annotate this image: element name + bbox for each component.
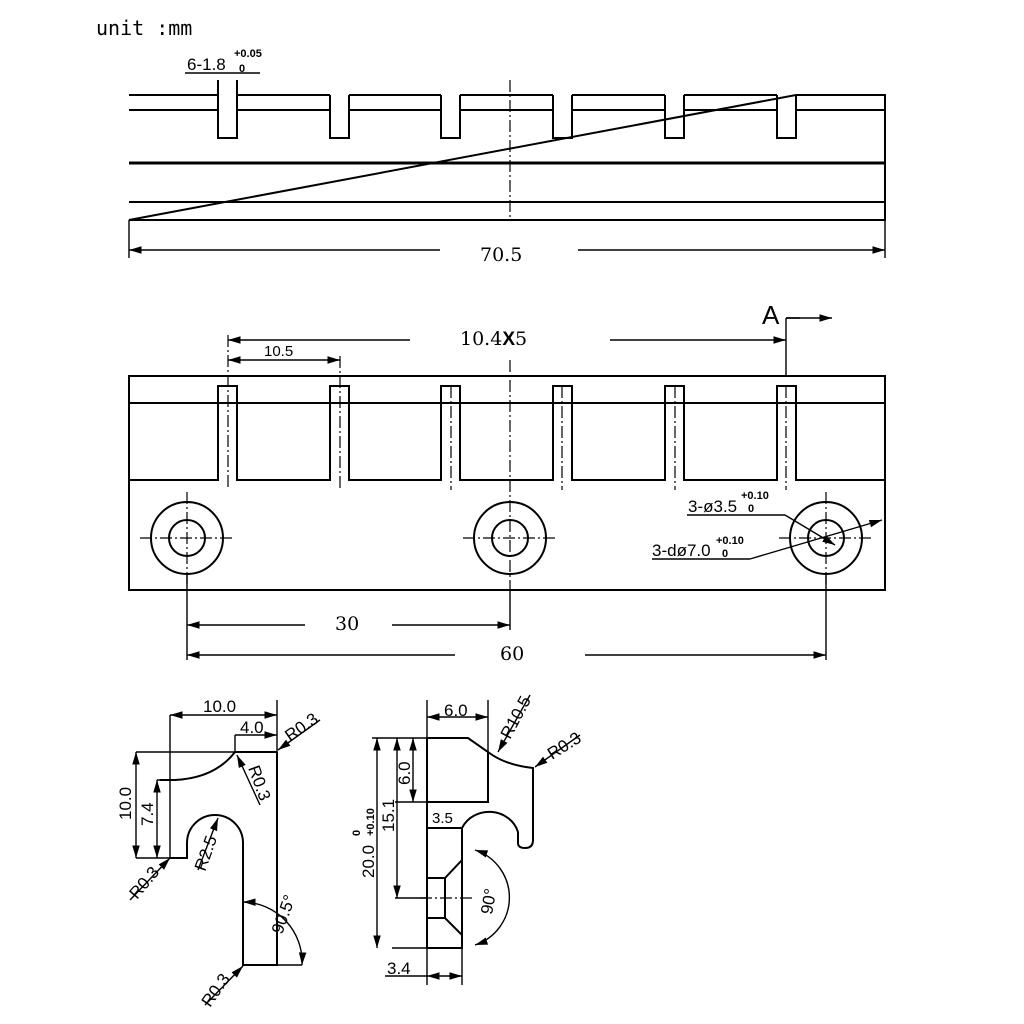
- radius-left: R0.3: [126, 863, 164, 903]
- top-height-dimension: 6.0: [395, 761, 414, 785]
- slot-tol-upper: +0.05: [234, 48, 262, 60]
- dim-60: 60: [500, 643, 524, 665]
- bottom-width-dimension: 3.4: [387, 959, 411, 978]
- height2-dimension: 7.4: [138, 802, 157, 826]
- front-view: A 10.4X5 10.5 30 60 3-ø3.5 +0.10 0 3-dø7…: [128, 300, 886, 665]
- counterbore-callout: 3-dø7.0: [652, 541, 711, 560]
- arc-radius: R10.5: [497, 693, 535, 742]
- tip-radius: R0.3: [544, 728, 585, 763]
- height-tol-lower: +0.10: [365, 808, 377, 836]
- length-dimension: 70.5: [480, 244, 522, 266]
- height-dimension: 10.0: [116, 787, 135, 820]
- hole-tol-lower: 0: [748, 503, 754, 515]
- detail-profile: 10.0 4.0 R0.3 R0.3 10.0 7.4 R0.3 R2.5 90…: [116, 697, 322, 1010]
- hole-depth-dimension: 15.1: [379, 799, 398, 832]
- height-tol-upper: 0: [351, 830, 363, 836]
- hole-tol-upper: +0.10: [741, 490, 769, 502]
- height-dimension: 20.0: [359, 845, 378, 878]
- radius-bottom: R0.3: [198, 970, 234, 1010]
- top-width-dimension: 6.0: [444, 701, 468, 720]
- hole-callout: 3-ø3.5: [688, 497, 737, 516]
- radius-inner: R0.3: [244, 763, 274, 803]
- mounting-holes: [140, 492, 873, 584]
- radius-hook: R2.5: [191, 833, 221, 873]
- top-view: 70.5 6-1.8 +0.05 0: [128, 48, 886, 266]
- pitch-dimension: 10.4X5: [460, 328, 527, 350]
- cbore-tol-upper: +0.10: [716, 535, 744, 547]
- unit-label: unit :mm: [96, 16, 192, 40]
- angle-dimension: 90.5°: [268, 892, 300, 936]
- tip-dimension: 4.0: [240, 718, 264, 737]
- first-pitch-dimension: 10.5: [264, 343, 293, 360]
- section-a-view: 6.0 R10.5 R0.3 6.0 20.0 0 +0.10 15.1 3.5…: [351, 693, 585, 985]
- neck-dimension: 3.5: [432, 810, 453, 827]
- section-marker: A: [762, 300, 780, 330]
- slot-callout: 6-1.8: [187, 55, 226, 74]
- width-dimension: 10.0: [203, 697, 236, 716]
- countersink-angle: 90°: [477, 887, 500, 916]
- cbore-tol-lower: 0: [722, 548, 728, 560]
- slot-tol-lower: 0: [239, 63, 245, 75]
- dim-30: 30: [335, 613, 359, 635]
- radius-top-right: R0.3: [281, 709, 321, 745]
